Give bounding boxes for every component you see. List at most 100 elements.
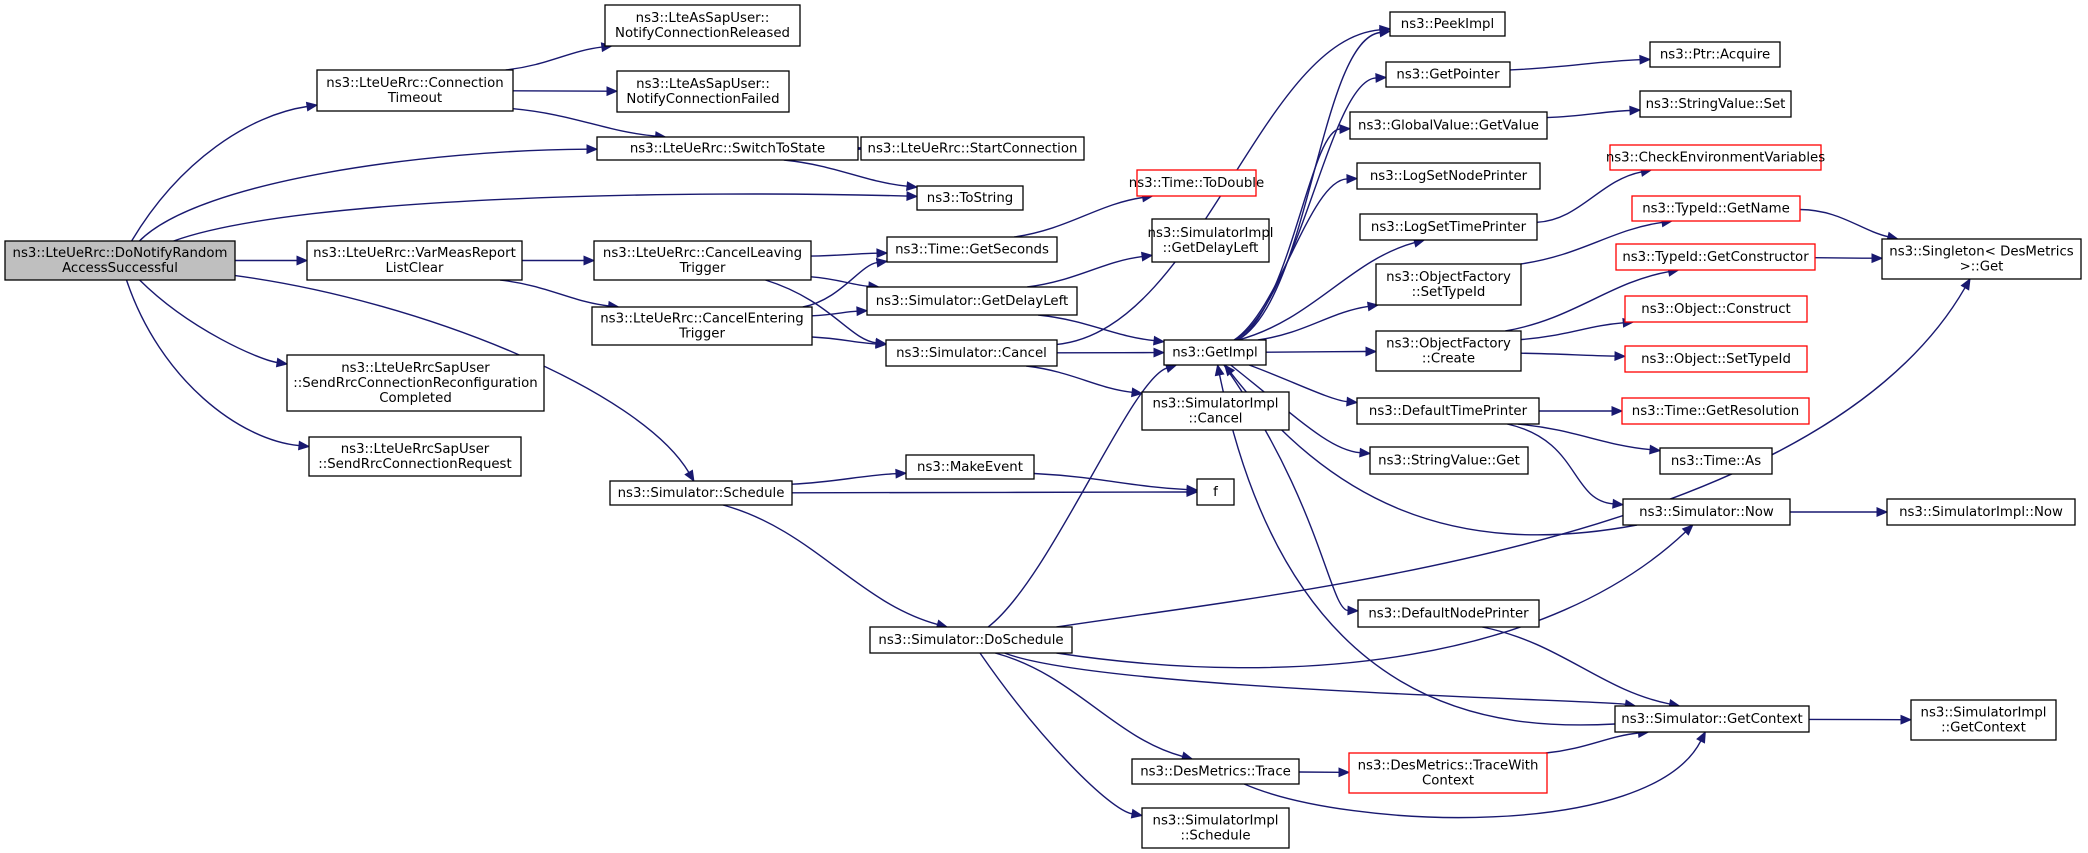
- node-box[interactable]: [1348, 752, 1548, 794]
- node-box[interactable]: [1649, 41, 1781, 68]
- node-box[interactable]: [609, 480, 793, 506]
- node-get-impl[interactable]: ns3::GetImpl: [1163, 339, 1267, 366]
- node-box[interactable]: [616, 70, 790, 113]
- node-box[interactable]: [1624, 345, 1808, 373]
- node-string-value-set[interactable]: ns3::StringValue::Set: [1639, 90, 1792, 118]
- node-get-pointer[interactable]: ns3::GetPointer: [1385, 61, 1511, 88]
- node-box[interactable]: [869, 626, 1073, 654]
- node-time-to-double[interactable]: ns3::Time::ToDouble: [1129, 169, 1264, 197]
- node-simulator-schedule[interactable]: ns3::Simulator::Schedule: [609, 480, 793, 506]
- node-box[interactable]: [1356, 162, 1541, 190]
- node-make-event[interactable]: ns3::MakeEvent: [905, 454, 1035, 480]
- node-box[interactable]: [905, 454, 1035, 480]
- node-simulator-impl-cancel[interactable]: ns3::SimulatorImpl::Cancel: [1141, 391, 1290, 431]
- node-object-construct[interactable]: ns3::Object::Construct: [1624, 295, 1808, 323]
- node-box[interactable]: [866, 286, 1078, 316]
- node-simulator-impl-schedule[interactable]: ns3::SimulatorImpl::Schedule: [1141, 807, 1290, 849]
- node-box[interactable]: [604, 4, 801, 47]
- node-box[interactable]: [1136, 169, 1257, 197]
- node-box[interactable]: [4, 240, 236, 281]
- node-type-id-get-name[interactable]: ns3::TypeId::GetName: [1631, 195, 1801, 222]
- node-box[interactable]: [1389, 11, 1506, 37]
- node-box[interactable]: [860, 136, 1085, 161]
- node-to-string[interactable]: ns3::ToString: [916, 185, 1024, 211]
- node-simulator-cancel[interactable]: ns3::Simulator::Cancel: [885, 339, 1058, 367]
- node-box[interactable]: [1349, 111, 1548, 140]
- node-box[interactable]: [308, 436, 522, 477]
- node-switch-to-state[interactable]: ns3::LteUeRrc::SwitchToState: [596, 136, 859, 161]
- node-type-id-get-constructor[interactable]: ns3::TypeId::GetConstructor: [1615, 243, 1816, 271]
- node-object-factory-set-type-id[interactable]: ns3::ObjectFactory::SetTypeId: [1375, 263, 1522, 306]
- node-box[interactable]: [1375, 263, 1522, 306]
- node-box[interactable]: [1357, 599, 1540, 628]
- node-box[interactable]: [1910, 699, 2057, 741]
- node-box[interactable]: [1141, 391, 1290, 431]
- node-box[interactable]: [1196, 478, 1235, 506]
- node-box[interactable]: [1375, 330, 1522, 372]
- node-box[interactable]: [1356, 397, 1540, 425]
- node-ptr-acquire[interactable]: ns3::Ptr::Acquire: [1649, 41, 1781, 68]
- node-box[interactable]: [886, 236, 1058, 263]
- node-box[interactable]: [1659, 447, 1773, 475]
- node-box[interactable]: [1141, 807, 1290, 849]
- node-send-rrc-connection-reconfiguration-completed[interactable]: ns3::LteUeRrcSapUser::SendRrcConnectionR…: [286, 354, 545, 412]
- node-box[interactable]: [1886, 498, 2076, 526]
- node-simulator-now[interactable]: ns3::Simulator::Now: [1622, 498, 1791, 526]
- node-default-node-printer[interactable]: ns3::DefaultNodePrinter: [1357, 599, 1540, 628]
- node-box[interactable]: [593, 240, 812, 281]
- node-global-value-get-value[interactable]: ns3::GlobalValue::GetValue: [1349, 111, 1548, 140]
- node-time-get-seconds[interactable]: ns3::Time::GetSeconds: [886, 236, 1058, 263]
- node-notify-connection-failed[interactable]: ns3::LteAsSapUser::NotifyConnectionFaile…: [616, 70, 790, 113]
- node-box[interactable]: [885, 339, 1058, 367]
- node-simulator-impl-get-context[interactable]: ns3::SimulatorImpl::GetContext: [1910, 699, 2057, 741]
- node-box[interactable]: [1622, 498, 1791, 526]
- node-box[interactable]: [306, 240, 523, 281]
- node-box[interactable]: [1369, 446, 1529, 475]
- node-box[interactable]: [1614, 705, 1810, 733]
- node-box[interactable]: [1163, 339, 1267, 366]
- node-box[interactable]: [1609, 144, 1822, 171]
- node-box[interactable]: [1359, 213, 1538, 241]
- node-box[interactable]: [1624, 295, 1808, 323]
- node-f[interactable]: f: [1196, 478, 1235, 506]
- node-time-as[interactable]: ns3::Time::As: [1659, 447, 1773, 475]
- node-check-environment-variables[interactable]: ns3::CheckEnvironmentVariables: [1606, 144, 1825, 171]
- node-simulator-get-delay-left[interactable]: ns3::Simulator::GetDelayLeft: [866, 286, 1078, 316]
- node-box[interactable]: [1631, 195, 1801, 222]
- node-box[interactable]: [1621, 397, 1810, 425]
- node-des-metrics-trace[interactable]: ns3::DesMetrics::Trace: [1131, 758, 1300, 785]
- node-simulator-get-context[interactable]: ns3::Simulator::GetContext: [1614, 705, 1810, 733]
- node-log-set-time-printer[interactable]: ns3::LogSetTimePrinter: [1359, 213, 1538, 241]
- node-send-rrc-connection-request[interactable]: ns3::LteUeRrcSapUser::SendRrcConnectionR…: [308, 436, 522, 477]
- node-box[interactable]: [596, 136, 859, 161]
- node-notify-connection-released[interactable]: ns3::LteAsSapUser::NotifyConnectionRelea…: [604, 4, 801, 47]
- node-start-connection[interactable]: ns3::LteUeRrc::StartConnection: [860, 136, 1085, 161]
- node-box[interactable]: [916, 185, 1024, 211]
- node-simulator-impl-now[interactable]: ns3::SimulatorImpl::Now: [1886, 498, 2076, 526]
- node-simulator-do-schedule[interactable]: ns3::Simulator::DoSchedule: [869, 626, 1073, 654]
- node-box[interactable]: [286, 354, 545, 412]
- node-box[interactable]: [316, 69, 514, 112]
- node-simulator-impl-get-delay-left[interactable]: ns3::SimulatorImpl::GetDelayLeft: [1148, 218, 1274, 263]
- node-box[interactable]: [1151, 218, 1270, 263]
- node-string-value-get[interactable]: ns3::StringValue::Get: [1369, 446, 1529, 475]
- node-log-set-node-printer[interactable]: ns3::LogSetNodePrinter: [1356, 162, 1541, 190]
- node-peek-impl[interactable]: ns3::PeekImpl: [1389, 11, 1506, 37]
- node-time-get-resolution[interactable]: ns3::Time::GetResolution: [1621, 397, 1810, 425]
- node-box[interactable]: [1385, 61, 1511, 88]
- node-do-notify-random-access-successful[interactable]: ns3::LteUeRrc::DoNotifyRandomAccessSucce…: [4, 240, 236, 281]
- node-box[interactable]: [1639, 90, 1792, 118]
- node-object-factory-create[interactable]: ns3::ObjectFactory::Create: [1375, 330, 1522, 372]
- node-box[interactable]: [1131, 758, 1300, 785]
- node-box[interactable]: [1881, 238, 2082, 280]
- node-box[interactable]: [1615, 243, 1816, 271]
- node-object-set-type-id[interactable]: ns3::Object::SetTypeId: [1624, 345, 1808, 373]
- node-singleton-des-metrics-get[interactable]: ns3::Singleton< DesMetrics >::Get: [1881, 238, 2082, 280]
- node-default-time-printer[interactable]: ns3::DefaultTimePrinter: [1356, 397, 1540, 425]
- node-box[interactable]: [591, 306, 813, 346]
